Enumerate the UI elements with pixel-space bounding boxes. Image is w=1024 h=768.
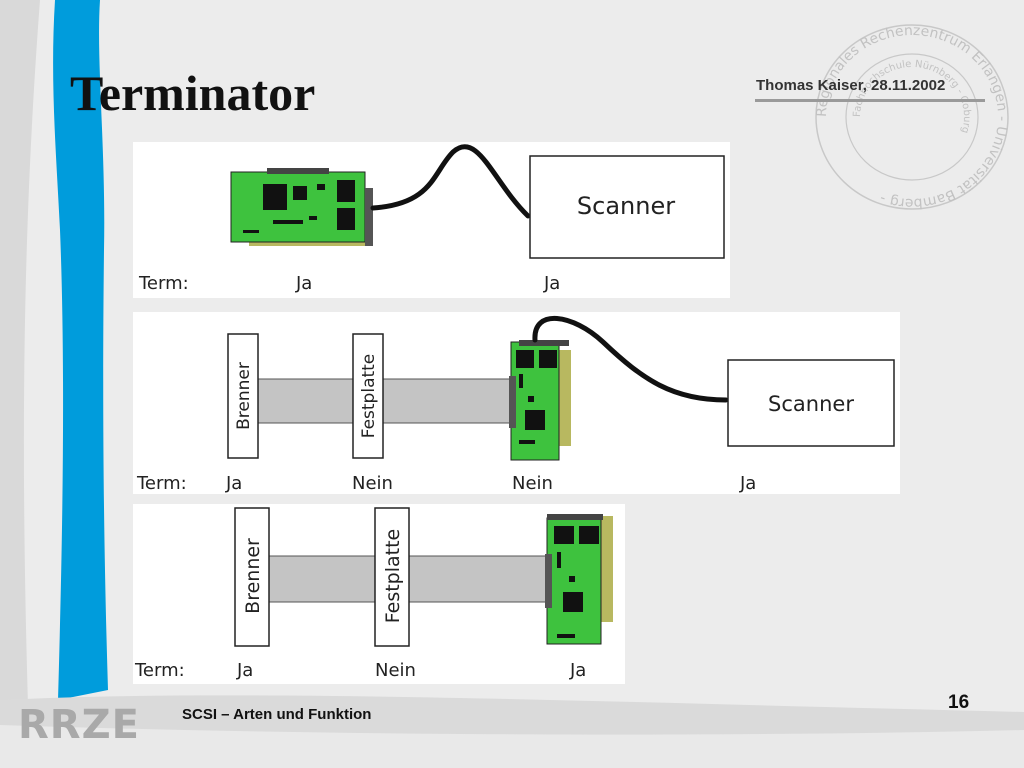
term-label: Term: — [138, 273, 189, 294]
host-adapter-card — [230, 168, 373, 246]
scanner-label: Scanner — [577, 192, 675, 220]
svg-text:RRZE: RRZE — [18, 702, 140, 748]
page-number: 16 — [948, 692, 970, 713]
svg-text:Regionales Rechenzentrum Erlan: Regionales Rechenzentrum Erlangen - Univ… — [814, 23, 1010, 211]
term-label: Term: — [134, 660, 185, 681]
scanner-device — [529, 155, 725, 259]
university-seal: Regionales Rechenzentrum Erlangen - Univ… — [814, 23, 1010, 211]
ribbon-cable — [257, 378, 511, 424]
scanner-label: Scanner — [768, 392, 854, 416]
scanner-device — [727, 359, 895, 447]
left-swoosh-blue — [53, 0, 108, 700]
term-value-adapter: Ja — [569, 660, 586, 681]
term-label: Term: — [136, 473, 187, 494]
term-value-adapter: Nein — [512, 473, 553, 494]
brenner-device — [227, 333, 259, 459]
festplatte-device — [374, 507, 410, 647]
diagram-3: Brenner Festplatte Term: Ja Nein Ja — [133, 504, 625, 684]
brenner-label: Brenner — [234, 362, 254, 430]
scanner-cable — [532, 315, 729, 403]
brenner-device — [234, 507, 270, 647]
festplatte-device — [352, 333, 384, 459]
term-value-festplatte: Nein — [352, 473, 393, 494]
scanner-cable — [370, 144, 531, 219]
brenner-label: Brenner — [242, 538, 264, 614]
slide-title: Terminator — [70, 65, 316, 121]
svg-text:Fachhochschule Nürnberg - Cobu: Fachhochschule Nürnberg - Coburg — [852, 59, 972, 135]
term-value-scanner: Ja — [739, 473, 756, 494]
footer-title: SCSI – Arten und Funktion — [182, 706, 372, 723]
author-date: Thomas Kaiser, 28.11.2002 — [756, 77, 946, 94]
term-value-scanner: Ja — [543, 273, 560, 294]
term-value-brenner: Ja — [236, 660, 253, 681]
rrze-logo: RRZE — [18, 702, 140, 748]
header-divider — [755, 99, 985, 102]
term-value-brenner: Ja — [225, 473, 242, 494]
bottom-swoosh-light — [0, 725, 1024, 768]
diagram-1: Scanner Term: Ja Ja — [133, 142, 730, 298]
festplatte-label: Festplatte — [382, 529, 404, 624]
left-swoosh-gray — [0, 0, 40, 768]
term-value-adapter: Ja — [295, 273, 312, 294]
festplatte-label: Festplatte — [359, 354, 379, 439]
host-adapter-card — [545, 514, 613, 645]
term-value-festplatte: Nein — [375, 660, 416, 681]
host-adapter-card — [509, 340, 571, 461]
diagram-2: Brenner Festplatte Scanner — [133, 312, 900, 494]
